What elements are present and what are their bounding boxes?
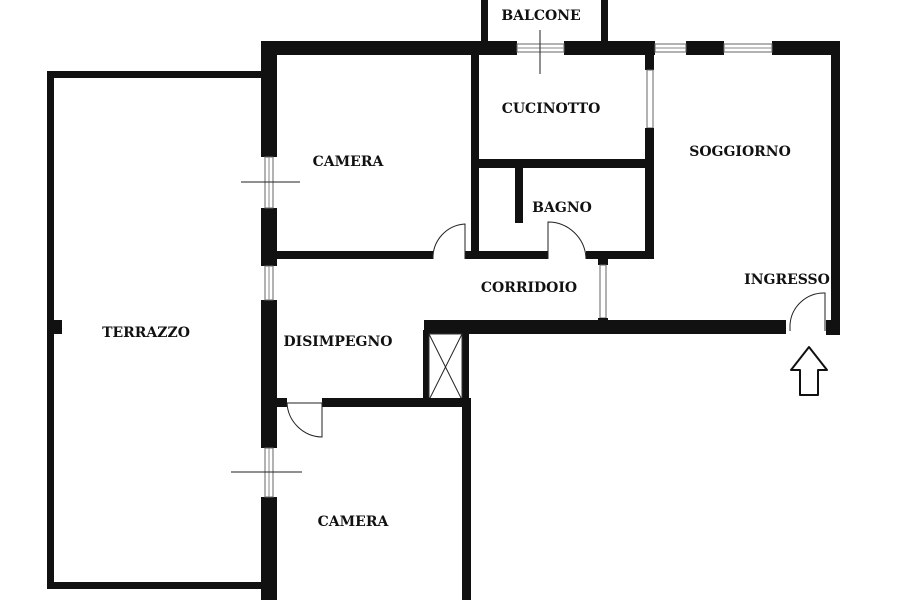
label-terrazzo: TERRAZZO	[102, 325, 190, 341]
label-disimpegno: DISIMPEGNO	[284, 334, 393, 350]
camera-bottom-door	[286, 402, 323, 438]
top-window-soggiorno-1	[654, 43, 687, 53]
label-cucinotto: CUCINOTTO	[502, 101, 601, 117]
camera-bottom-walls	[277, 398, 471, 600]
bagno-walls	[471, 166, 654, 259]
label-ingresso: INGRESSO	[744, 272, 830, 288]
left-wall	[261, 42, 277, 600]
label-camera-bottom: CAMERA	[318, 514, 390, 530]
label-camera-top: CAMERA	[313, 154, 385, 170]
label-balcone: BALCONE	[501, 8, 580, 24]
label-bagno: BAGNO	[532, 200, 592, 216]
left-window-middle	[264, 265, 274, 301]
balcone-walls	[481, 0, 608, 44]
left-window-top	[241, 156, 300, 209]
shaft	[423, 330, 469, 402]
top-window-soggiorno-2	[723, 43, 773, 53]
corridoio-soggiorno-divider	[598, 259, 608, 326]
right-wall	[831, 41, 840, 335]
ingresso-door	[789, 292, 826, 331]
label-soggiorno: SOGGIORNO	[689, 144, 791, 160]
camera-top-door	[432, 223, 466, 260]
label-corridoio: CORRIDOIO	[481, 280, 577, 296]
arrow-up-icon	[790, 346, 828, 396]
top-wall	[261, 41, 840, 55]
bottom-wall-corridoio	[424, 320, 840, 335]
top-window-balcone	[516, 30, 565, 74]
camera-top-walls	[261, 251, 479, 259]
cucinotto-walls	[471, 52, 654, 259]
bagno-door	[547, 221, 587, 260]
left-window-bottom	[231, 447, 302, 498]
terrazzo-outline	[47, 71, 263, 589]
